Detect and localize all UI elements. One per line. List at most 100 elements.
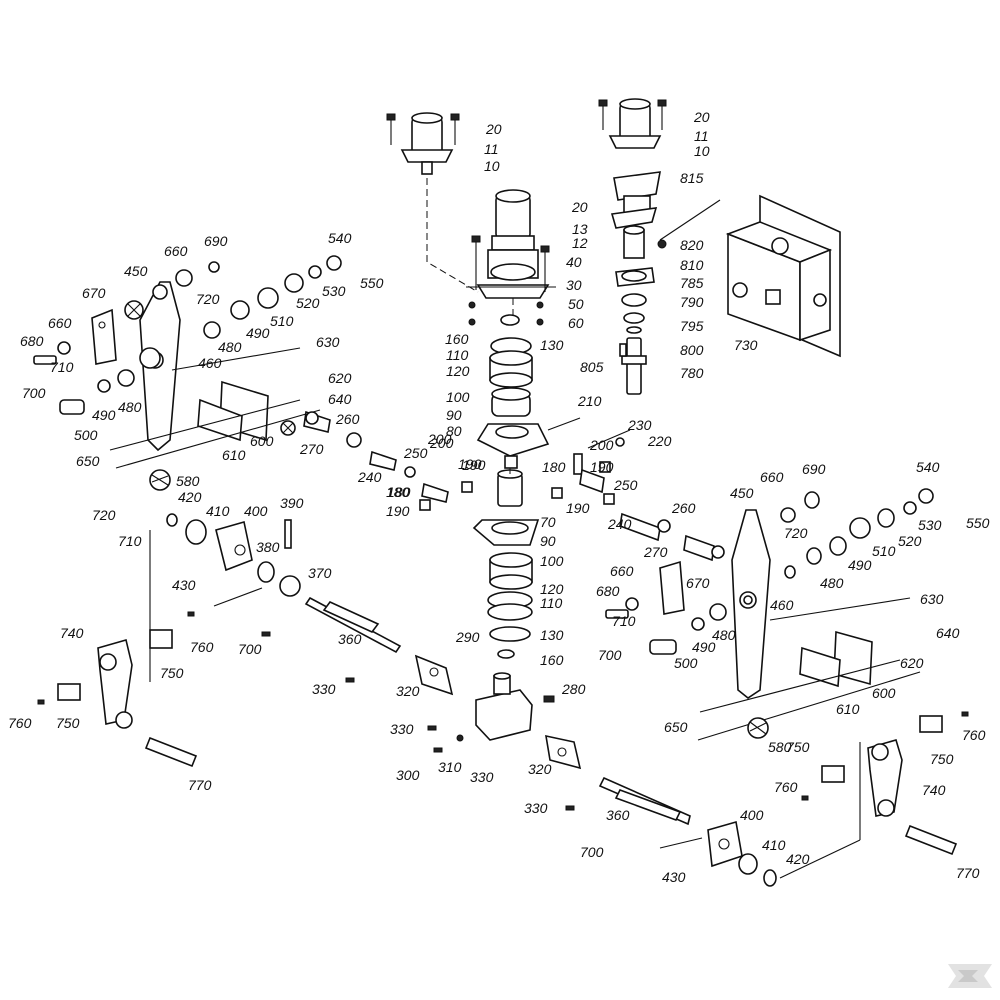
part-label: 490 bbox=[848, 557, 872, 573]
part-label: 760 bbox=[774, 779, 798, 795]
part-label: 670 bbox=[82, 285, 106, 301]
part-label: 380 bbox=[256, 539, 280, 555]
part-label: 760 bbox=[190, 639, 214, 655]
part-label: 80 bbox=[446, 423, 462, 439]
part-label: 190 bbox=[386, 503, 410, 519]
part-label: 30 bbox=[566, 277, 582, 293]
part-label: 580 bbox=[768, 739, 792, 755]
part-label: 500 bbox=[74, 427, 98, 443]
part-label: 640 bbox=[328, 391, 352, 407]
part-label: 320 bbox=[396, 683, 420, 699]
part-label: 700 bbox=[22, 385, 46, 401]
part-label: 430 bbox=[172, 577, 196, 593]
part-label: 190 bbox=[458, 456, 482, 472]
part-label: 410 bbox=[762, 837, 786, 853]
part-label: 40 bbox=[566, 254, 582, 270]
part-label: 400 bbox=[244, 503, 268, 519]
part-label: 720 bbox=[196, 291, 220, 307]
part-label: 530 bbox=[322, 283, 346, 299]
part-label: 180 bbox=[542, 459, 566, 475]
part-label: 250 bbox=[403, 445, 428, 461]
part-label: 690 bbox=[802, 461, 826, 477]
part-label: 650 bbox=[76, 453, 100, 469]
part-label: 330 bbox=[470, 769, 494, 785]
part-label: 750 bbox=[56, 715, 80, 731]
part-label: 240 bbox=[607, 516, 632, 532]
part-label: 750 bbox=[786, 739, 810, 755]
kramp-logo bbox=[948, 964, 992, 988]
part-label: 820 bbox=[680, 237, 704, 253]
part-label: 500 bbox=[674, 655, 698, 671]
gearbox-290 bbox=[475, 672, 555, 741]
part-label: 190 bbox=[566, 500, 590, 516]
part-label: 10 bbox=[694, 143, 710, 159]
part-label: 320 bbox=[528, 761, 552, 777]
part-label: 540 bbox=[328, 230, 352, 246]
right-mid-link bbox=[551, 429, 725, 562]
part-label: 770 bbox=[956, 865, 980, 881]
part-label: 660 bbox=[48, 315, 72, 331]
part-label: 620 bbox=[900, 655, 924, 671]
part-label: 660 bbox=[760, 469, 784, 485]
part-label: 90 bbox=[446, 407, 462, 423]
part-label: 800 bbox=[680, 342, 704, 358]
part-label: 130 bbox=[540, 337, 564, 353]
part-label: 780 bbox=[680, 365, 704, 381]
part-label: 410 bbox=[206, 503, 230, 519]
part-label: 20 bbox=[485, 121, 502, 137]
part-label: 330 bbox=[390, 721, 414, 737]
part-label: 280 bbox=[561, 681, 586, 697]
part-label: 490 bbox=[92, 407, 116, 423]
part-label: 11 bbox=[694, 128, 709, 144]
part-label: 710 bbox=[50, 359, 74, 375]
part-label: 750 bbox=[160, 665, 184, 681]
part-label: 660 bbox=[164, 243, 188, 259]
part-label: 160 bbox=[445, 331, 469, 347]
part-label: 200 bbox=[429, 435, 454, 451]
part-number-labels: 2011102011108152013124030506082081078579… bbox=[8, 109, 990, 885]
part-label: 610 bbox=[222, 447, 246, 463]
part-label: 730 bbox=[734, 337, 758, 353]
part-label: 260 bbox=[335, 411, 360, 427]
part-label: 11 bbox=[484, 141, 499, 157]
part-label: 270 bbox=[643, 544, 668, 560]
part-label: 420 bbox=[786, 851, 810, 867]
part-label: 330 bbox=[312, 681, 336, 697]
right-lever-450 bbox=[731, 509, 771, 699]
part-label: 680 bbox=[596, 583, 620, 599]
part-label: 370 bbox=[308, 565, 332, 581]
part-label: 700 bbox=[580, 844, 604, 860]
part-label: 550 bbox=[966, 515, 990, 531]
part-label: 750 bbox=[930, 751, 954, 767]
part-label: 240 bbox=[357, 469, 382, 485]
center-column-lower bbox=[472, 519, 540, 659]
part-label: 650 bbox=[664, 719, 688, 735]
part-label: 795 bbox=[680, 318, 704, 334]
part-label: 110 bbox=[540, 595, 563, 611]
right-guide-600 bbox=[697, 597, 921, 741]
part-label: 480 bbox=[712, 627, 736, 643]
part-label: 770 bbox=[188, 777, 212, 793]
part-label: 810 bbox=[680, 257, 704, 273]
part-label: 390 bbox=[280, 495, 304, 511]
part-label: 110 bbox=[446, 347, 469, 363]
part-label: 330 bbox=[524, 800, 548, 816]
part-label: 520 bbox=[296, 295, 320, 311]
right-bracket-670 bbox=[659, 560, 685, 615]
part-label: 200 bbox=[427, 431, 452, 447]
part-label: 700 bbox=[598, 647, 622, 663]
part-label: 760 bbox=[8, 715, 32, 731]
left-guide-600 bbox=[109, 347, 321, 491]
part-label: 480 bbox=[218, 339, 242, 355]
part-label: 660 bbox=[610, 563, 634, 579]
part-label: 550 bbox=[360, 275, 384, 291]
part-label: 120 bbox=[540, 581, 564, 597]
part-label: 70 bbox=[540, 514, 556, 530]
part-label: 610 bbox=[836, 701, 860, 717]
part-label: 520 bbox=[898, 533, 922, 549]
part-label: 180 bbox=[386, 484, 410, 500]
center-column-upper bbox=[476, 314, 550, 507]
left-bracket-670 bbox=[91, 308, 117, 365]
